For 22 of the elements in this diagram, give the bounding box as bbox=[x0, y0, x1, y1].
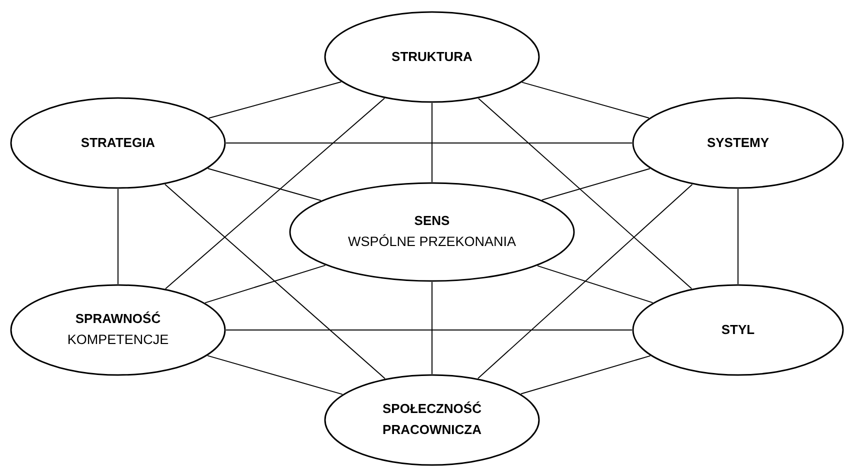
connector-line bbox=[520, 355, 651, 394]
connector-line bbox=[478, 98, 692, 290]
connector-line bbox=[478, 184, 693, 379]
node-title: SENS bbox=[414, 213, 450, 230]
node-title: STRUKTURA bbox=[392, 48, 472, 66]
connector-line bbox=[165, 98, 385, 290]
connector-line bbox=[207, 168, 322, 201]
node-title: SPOŁECZNOŚĆ PRACOWNICZA bbox=[382, 400, 482, 439]
connector-line bbox=[207, 355, 343, 395]
node-title: STYL bbox=[721, 322, 755, 338]
connector-line bbox=[208, 81, 342, 119]
node-subtitle: KOMPETENCJE bbox=[67, 332, 169, 349]
node-subtitle: WSPÓLNE PRZEKONANIA bbox=[348, 234, 516, 251]
node-title: SPRAWNOŚĆ bbox=[75, 311, 161, 328]
connector-line bbox=[164, 184, 386, 380]
connector-line bbox=[204, 264, 326, 304]
connector-line bbox=[541, 168, 650, 200]
connector-line bbox=[537, 265, 654, 304]
connector-line bbox=[226, 142, 632, 144]
connector-line bbox=[522, 82, 650, 118]
node-title: SYSTEMY bbox=[706, 134, 770, 152]
node-title: STRATEGIA bbox=[80, 134, 156, 152]
